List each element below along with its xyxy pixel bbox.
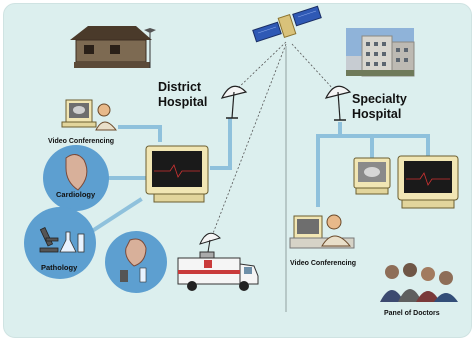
satellite-icon xyxy=(252,5,322,43)
ambulance-lab-circle xyxy=(105,231,167,293)
panel-of-doctors-label: Panel of Doctors xyxy=(384,310,440,317)
specialty-hospital-label-line1: Specialty xyxy=(352,92,407,106)
link-district-monitor-to-dish xyxy=(210,118,232,170)
cardiology-circle xyxy=(43,145,109,211)
pathology-circle xyxy=(24,207,96,279)
specialty-satellite-dish-icon xyxy=(324,85,352,121)
beam-to-ambulance-dish xyxy=(211,43,287,237)
panel-of-doctors-icon xyxy=(380,263,458,302)
video-conferencing-right-label: Video Conferencing xyxy=(290,260,356,267)
district-hospital-monitor xyxy=(145,145,209,203)
cardiology-label: Cardiology xyxy=(56,190,96,199)
ambulance-icon xyxy=(177,251,259,291)
rural-house-icon xyxy=(70,26,156,68)
specialty-hospital-label: Specialty Hospital xyxy=(352,92,407,122)
link-video-conf-to-district-monitor xyxy=(118,125,162,142)
flask-icon xyxy=(59,231,85,253)
district-satellite-dish-icon xyxy=(220,85,248,119)
beam-to-specialty-dish xyxy=(291,43,335,91)
specialty-monitor-small xyxy=(353,157,391,195)
video-conferencing-left-label: Video Conferencing xyxy=(48,138,114,145)
connection-lines xyxy=(83,118,430,238)
beam-to-district-dish xyxy=(235,41,287,91)
specialty-monitor-large xyxy=(397,155,459,209)
district-hospital-label-line2: Hospital xyxy=(158,95,208,109)
district-hospital-label: District Hospital xyxy=(158,80,207,110)
specialty-hospital-label-line2: Hospital xyxy=(352,107,402,121)
specialty-hospital-building-icon xyxy=(346,28,415,77)
link-pathology-to-district-monitor xyxy=(83,197,143,238)
satellite-links xyxy=(211,41,335,237)
pathology-label: Pathology xyxy=(41,263,78,272)
ambulance-satellite-dish-icon xyxy=(199,232,221,253)
microscope-icon xyxy=(39,227,59,253)
video-conferencing-left-icon xyxy=(61,99,118,131)
video-conferencing-right-icon xyxy=(289,214,355,249)
district-hospital-label-line1: District xyxy=(158,80,202,94)
